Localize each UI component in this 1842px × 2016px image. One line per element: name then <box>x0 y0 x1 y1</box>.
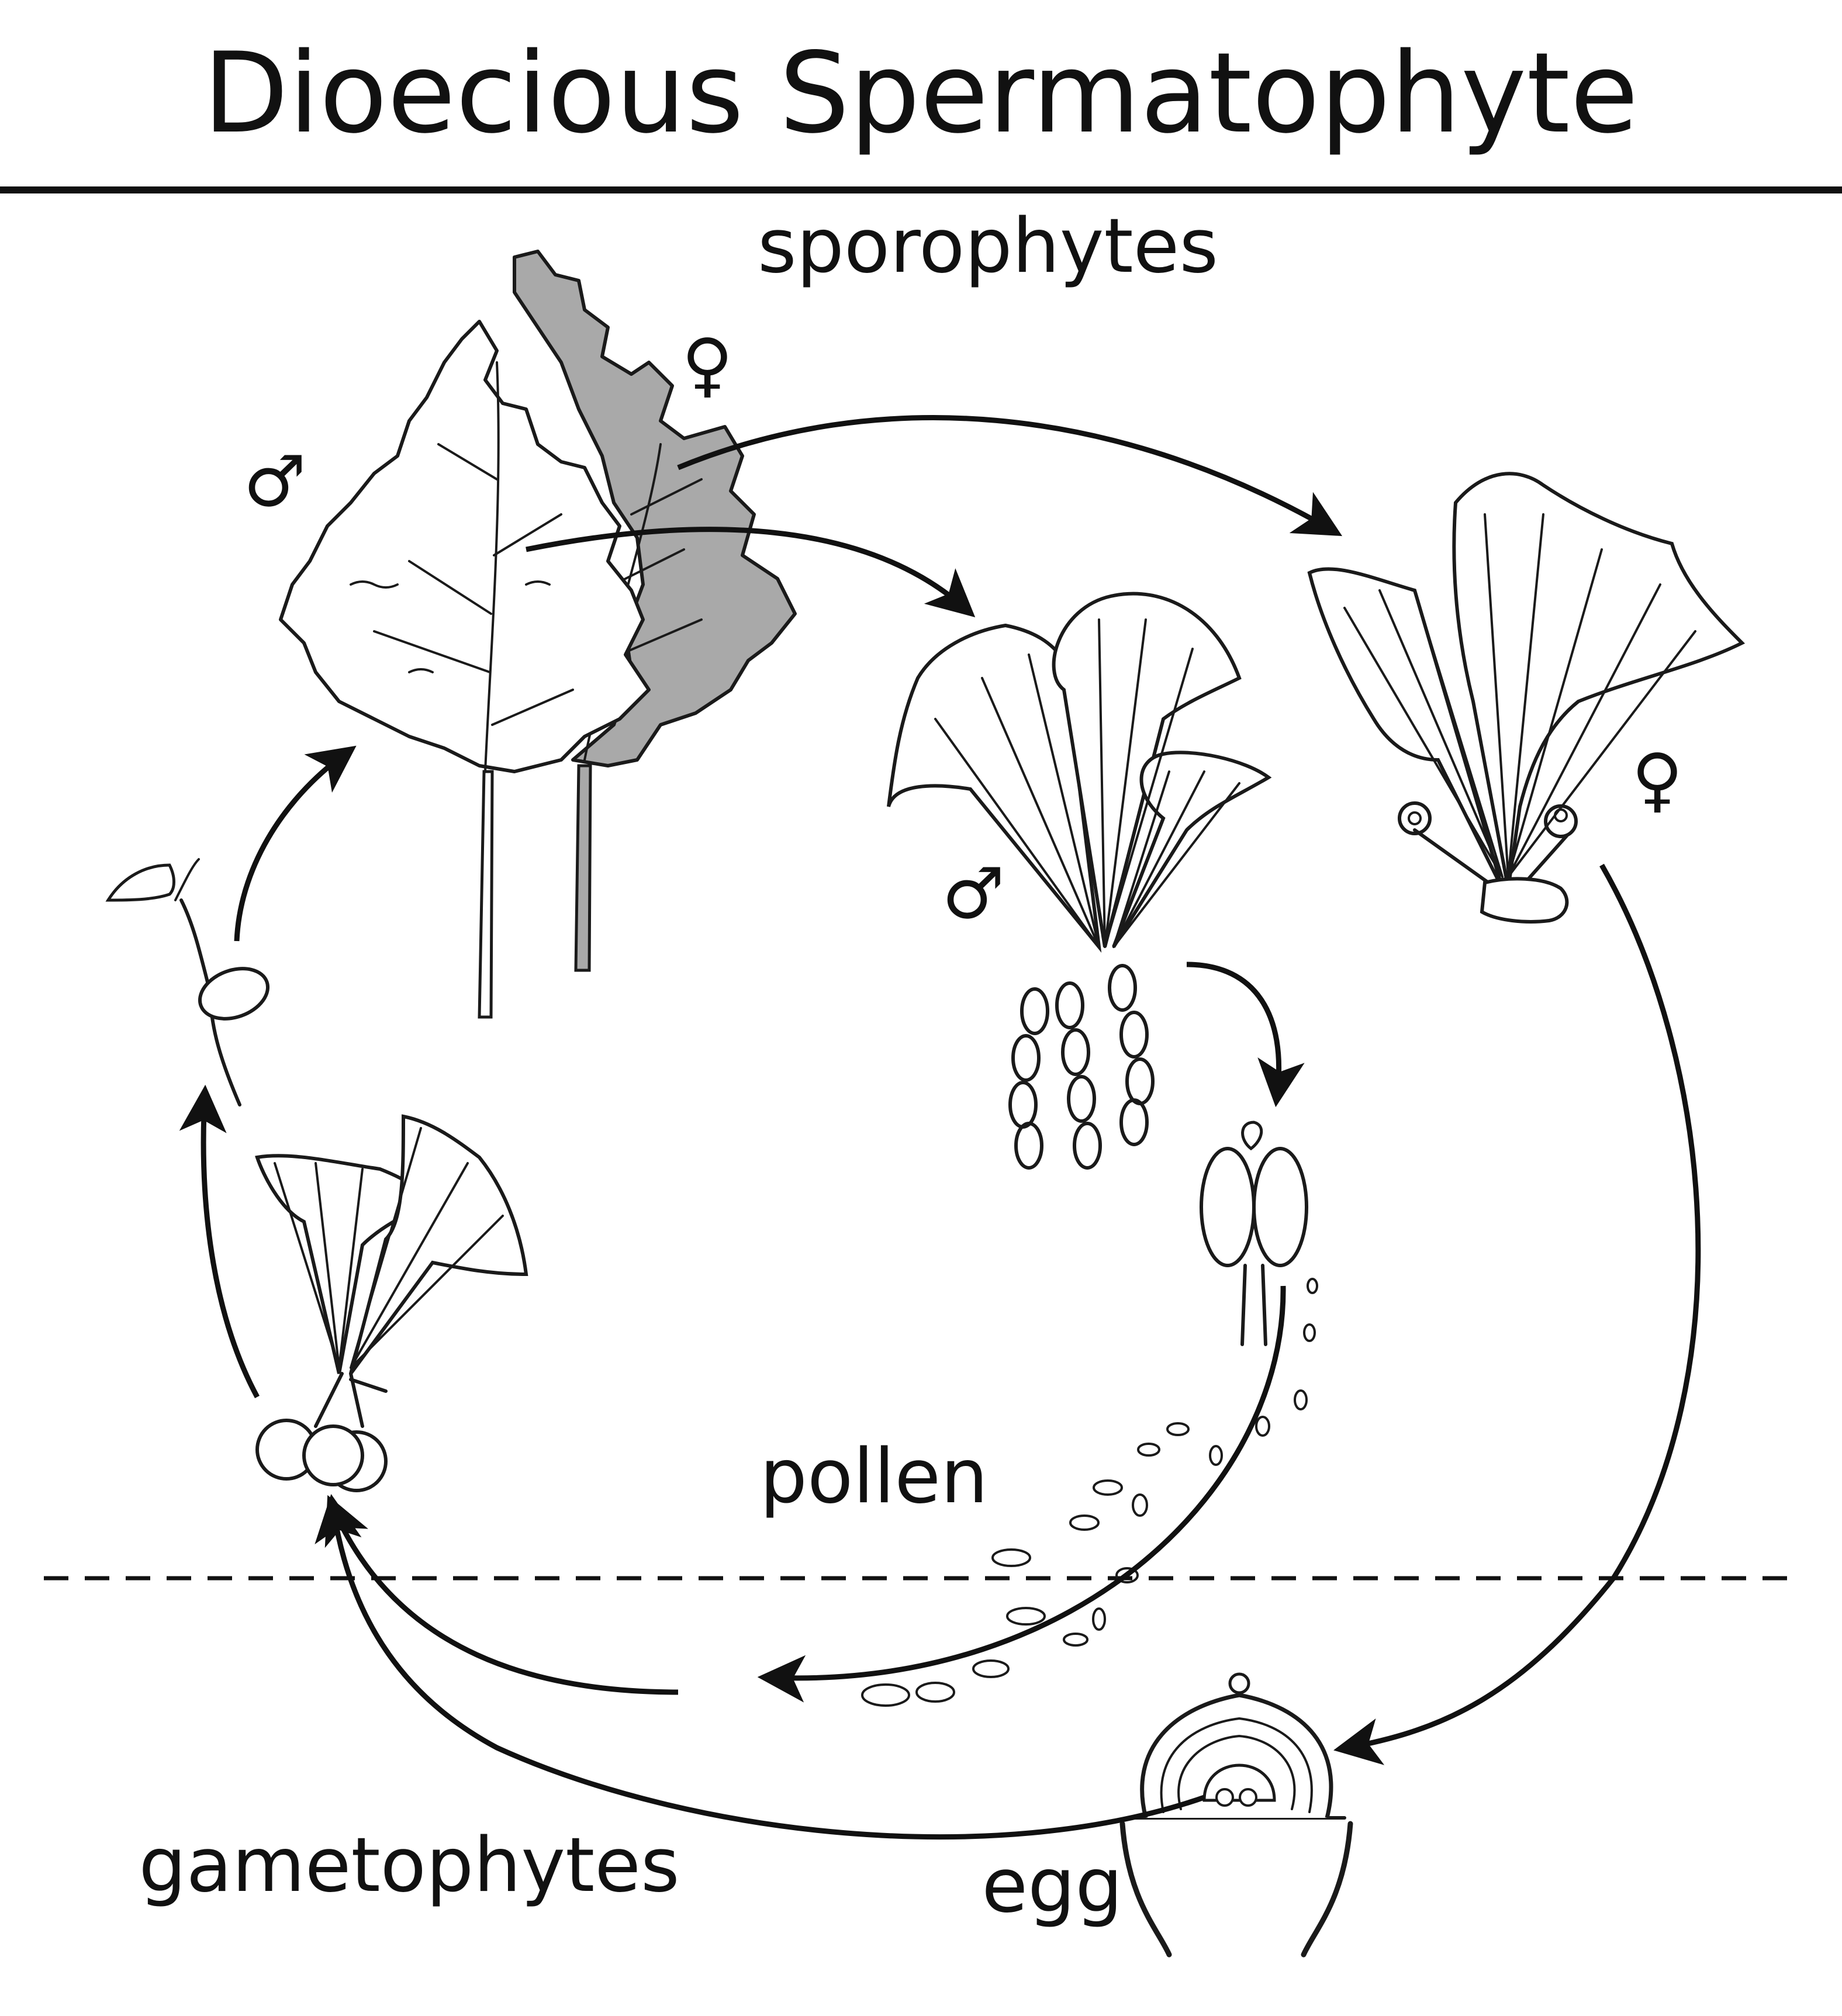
arrow-seed-to-seedling <box>179 1084 260 1399</box>
male-ginkgo-branch <box>887 592 1272 1170</box>
diagram-title: Dioecious Spermatophyte <box>203 29 1639 158</box>
cycle-arrows <box>179 415 1701 1840</box>
seedling-illustration <box>105 858 270 1106</box>
male-symbol-branch: ♂ <box>942 853 1005 935</box>
arrow-male-tree-to-branch <box>526 527 976 618</box>
ovule-egg-illustration <box>1119 1672 1353 1958</box>
label-pollen: pollen <box>760 1433 989 1520</box>
arrow-seedling-to-tree <box>234 745 357 942</box>
arrow-ovule-to-egg <box>1333 863 1701 1765</box>
female-symbol-tree: ♀ <box>682 324 733 406</box>
arrow-cones-to-pollen <box>1186 962 1305 1108</box>
seed-branch-illustration <box>255 1114 528 1492</box>
female-ginkgo-branch <box>1307 472 1746 924</box>
male-symbol-tree: ♂ <box>243 441 306 523</box>
female-tree-illustration <box>434 250 797 972</box>
female-symbol-branch: ♀ <box>1632 739 1683 821</box>
arrow-egg-to-seed <box>315 1493 1205 1840</box>
arrow-pollen-to-gametophyte <box>757 1285 1286 1703</box>
arrow-pollen-grain-to-seed <box>324 1495 679 1695</box>
pollen-grain-illustration <box>1200 1121 1308 1346</box>
label-egg: egg <box>982 1842 1122 1929</box>
male-tree-illustration <box>279 320 651 1019</box>
label-sporophytes: sporophytes <box>758 203 1218 290</box>
arrow-female-tree-to-branch <box>677 415 1343 537</box>
pollen-scatter <box>861 1278 1318 1707</box>
label-gametophytes: gametophytes <box>139 1822 679 1909</box>
